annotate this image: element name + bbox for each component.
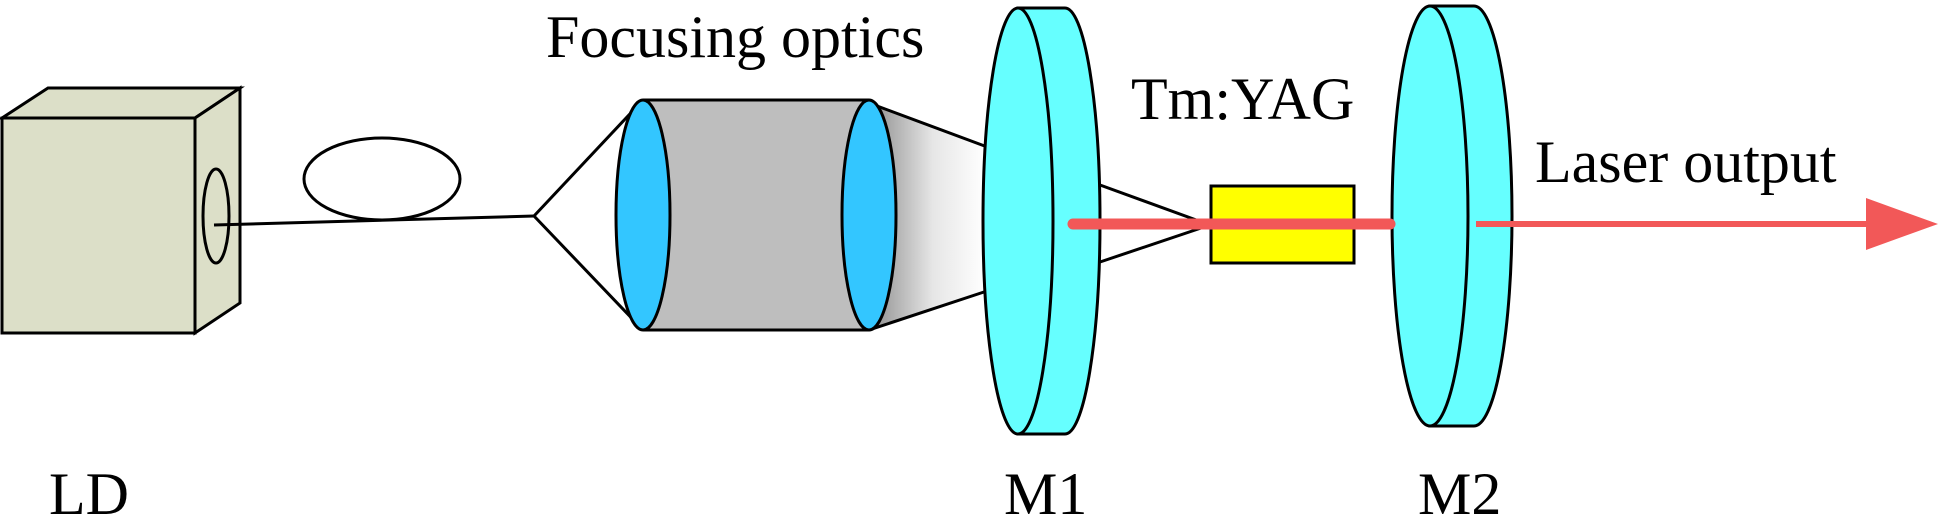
output-arrow-icon [1866,198,1938,250]
optical-fiber [213,136,535,227]
focused-beam-cone [869,103,985,330]
optics-barrel [643,100,869,330]
ld-front-face [0,116,197,335]
label-laser-output: Laser output [1535,129,1837,195]
m2-face [1390,4,1470,428]
laser-diode-box [0,85,245,336]
optics-rear-lens [840,98,898,332]
fiber-coil [302,136,462,222]
optics-front-lens [614,98,672,332]
m1-face [981,6,1055,436]
focusing-optics [614,98,898,332]
label-focusing-optics: Focusing optics [546,4,924,70]
output-beam [1476,198,1938,250]
mirror-m2 [1390,4,1514,428]
label-crystal: Tm:YAG [1131,66,1354,132]
input-cone [532,98,645,332]
label-ld: LD [49,461,129,527]
label-m1: M1 [1004,461,1087,527]
label-m2: M2 [1418,461,1501,527]
converging-beam [1099,183,1211,264]
ld-aperture [201,167,231,265]
